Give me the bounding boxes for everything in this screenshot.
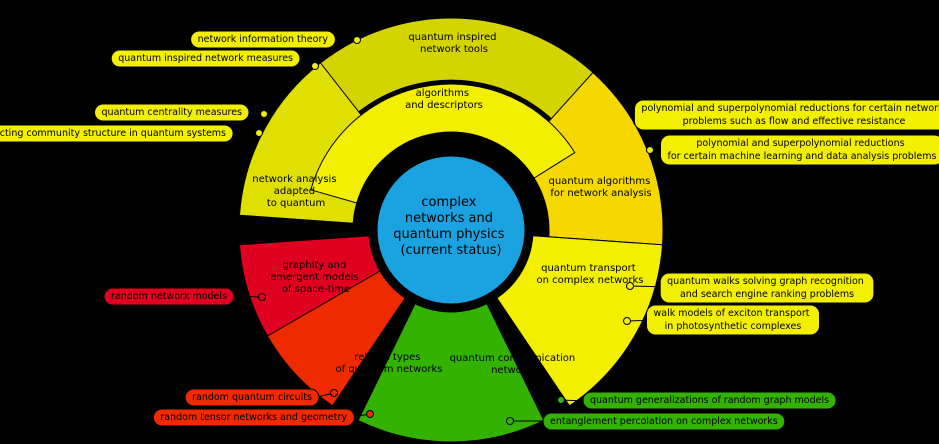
label-pill [184, 388, 320, 407]
label-text: polynomial and superpolynomial reduction… [668, 138, 937, 162]
label-polynomial-reductions-machine-learning: polynomial and superpolynomial reduction… [660, 134, 939, 166]
label-pill [190, 30, 336, 49]
label-text: walk models of exciton transport in phot… [654, 308, 813, 332]
segment-quantum-transport-on-complex-networks [496, 235, 664, 407]
label-pill [542, 412, 786, 431]
label-quantum-generalizations-random-graph: quantum generalizations of random graph … [582, 391, 837, 410]
anchor-dot [366, 410, 374, 418]
label-text: quantum inspired network measures [118, 53, 293, 64]
label-network-information-theory: network information theory [190, 30, 336, 49]
label-text: quantum centrality measures [102, 107, 243, 118]
label-random-tensor-networks: random tensor networks and geometry [152, 408, 355, 427]
segment-label-quantum-transport-on-complex-networks: quantum transport on complex networks [536, 263, 643, 286]
label-text: quantum generalizations of random graph … [590, 395, 829, 406]
segment-label-related-types-of-quantum-networks: related types of quantum networks [336, 352, 443, 375]
anchor-dots [255, 36, 654, 425]
leader-quantum-generalizations [560, 399, 586, 402]
label-pill [152, 408, 355, 427]
segment-label-network-analysis-adapted-to-quantum: network analysis adapted to quantum [252, 174, 339, 209]
label-pill [0, 124, 234, 143]
leader-random-network-models [231, 295, 263, 298]
anchor-dot [255, 129, 263, 137]
segment-quantum-communication-networks [357, 303, 545, 443]
segment-label-graphity-and-emergent-models: graphity and emergent models of space-ti… [270, 260, 361, 295]
label-polynomial-reductions-network-problems: polynomial and superpolynomial reduction… [633, 99, 939, 131]
anchor-dot [258, 293, 266, 301]
segment-label-quantum-inspired-network-tools: quantum inspired network tools [408, 32, 499, 55]
label-pill [646, 304, 820, 336]
label-text: quantum walks solving graph recognition … [667, 276, 867, 300]
label-pill [103, 287, 235, 306]
label-text: entanglement percolation on complex netw… [550, 416, 778, 427]
label-text: random quantum circuits [192, 392, 312, 403]
label-text: random network models [111, 291, 227, 302]
anchor-dot [260, 110, 268, 118]
segment-label-algorithms-and-descriptors: algorithms and descriptors [405, 88, 483, 111]
label-pill [94, 103, 250, 122]
segment-label-quantum-algorithms-for-network-analysis: quantum algorithms for network analysis [549, 176, 654, 199]
label-pill [110, 49, 301, 68]
label-pill [660, 134, 939, 166]
anchor-dot [623, 317, 631, 325]
label-pill [633, 99, 939, 131]
label-detecting-community-structure: detecting community structure in quantum… [0, 124, 234, 143]
label-random-quantum-circuits: random quantum circuits [184, 388, 320, 407]
label-quantum-inspired-network-measures: quantum inspired network measures [110, 49, 301, 68]
label-quantum-centrality-measures: quantum centrality measures [94, 103, 250, 122]
label-text: detecting community structure in quantum… [0, 128, 226, 139]
anchor-dot [330, 389, 338, 397]
label-walk-models-exciton-transport: walk models of exciton transport in phot… [646, 304, 820, 336]
anchor-dot [646, 146, 654, 154]
label-pill [582, 391, 837, 410]
leader-network-information-theory [332, 38, 358, 41]
anchor-dot [353, 36, 361, 44]
center-label: complex networks and quantum physics (cu… [393, 195, 508, 258]
anchor-dot [311, 62, 319, 70]
label-text: polynomial and superpolynomial reduction… [641, 103, 939, 127]
segment-algorithms-and-descriptors [310, 83, 576, 204]
segment-quantum-algorithms-for-network-analysis [515, 71, 664, 246]
label-text: network information theory [198, 34, 329, 45]
segment-graphity-and-emergent-models [238, 235, 381, 337]
anchor-dot [626, 282, 634, 290]
label-quantum-walks-graph-recognition: quantum walks solving graph recognition … [659, 272, 875, 304]
label-pill [659, 272, 875, 304]
label-text: random tensor networks and geometry [160, 412, 347, 423]
label-entanglement-percolation: entanglement percolation on complex netw… [542, 412, 786, 431]
anchor-dot [557, 396, 565, 404]
segment-label-quantum-communication-networks: quantum communication networks [450, 353, 579, 376]
anchor-dot [506, 417, 514, 425]
label-random-network-models: random network models [103, 287, 235, 306]
center-circle [376, 155, 526, 305]
